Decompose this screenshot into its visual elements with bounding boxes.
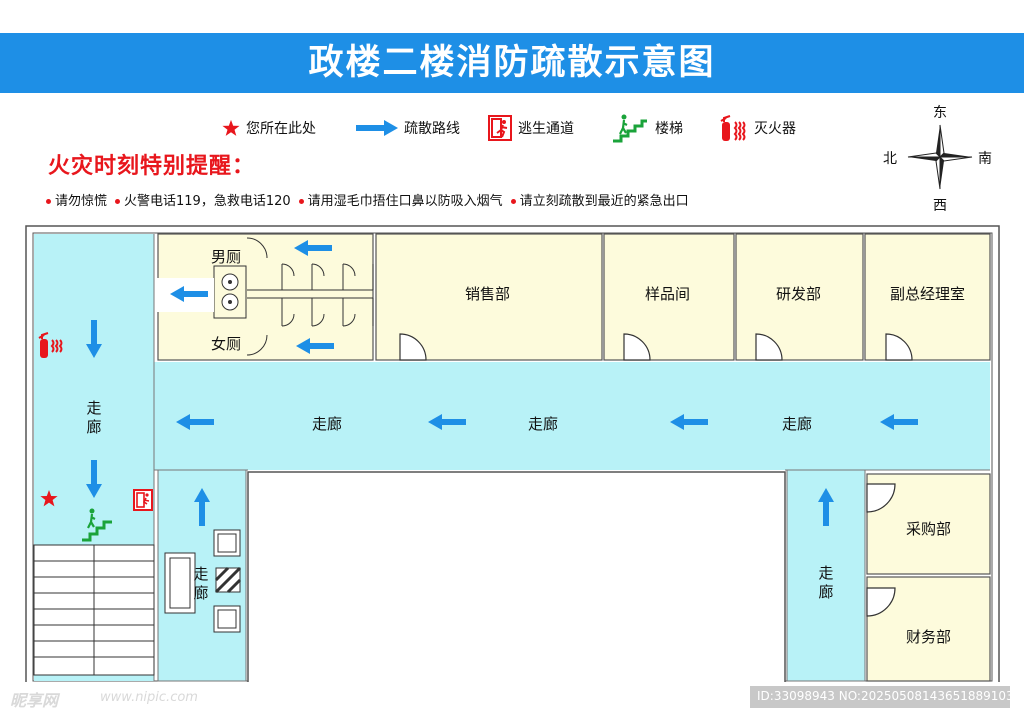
room-label-purchasing: 采购部 — [906, 520, 952, 538]
corridor-char: 走 — [193, 565, 209, 583]
watermark-id: ID:33098943 NO:20250508143651889103 — [757, 689, 1014, 703]
tip-text: 请勿惊慌 — [55, 194, 108, 209]
corridor-label-vertical: 走廊 — [818, 564, 834, 602]
room-label-womens-restroom: 女厕 — [211, 335, 242, 353]
compass-south: 南 — [978, 151, 992, 167]
page-title: 政楼二楼消防疏散示意图 — [308, 42, 716, 83]
legend-item-stairs: 楼梯 — [611, 110, 683, 146]
corridor-char: 走 — [818, 564, 834, 582]
watermark-brand: 昵享网 — [10, 691, 59, 710]
room-label-deputy-gm: 副总经理室 — [890, 285, 966, 303]
legend-item-fire-extinguisher: 灭火器 — [718, 110, 796, 146]
watermark-footer: 昵享网 www.nipic.com ID:33098943 NO:2025050… — [0, 682, 1024, 724]
tip-item: 请用湿毛巾捂住口鼻以防吸入烟气 — [298, 190, 503, 209]
safety-tips: 请勿惊慌 火警电话119，急救电话120 请用湿毛巾捂住口鼻以防吸入烟气 请立刻… — [46, 190, 697, 209]
compass-west: 西 — [933, 198, 947, 214]
bullet-icon — [115, 199, 121, 204]
watermark-id-bar — [750, 686, 1010, 708]
corridor-char: 廊 — [86, 418, 102, 436]
corridor-label-vertical: 走廊 — [193, 565, 209, 603]
staircase — [33, 544, 155, 676]
fire-extinguisher-icon — [720, 115, 746, 141]
corridor-label: 走廊 — [782, 415, 813, 433]
tip-item: 请立刻疏散到最近的紧急出口 — [510, 190, 689, 209]
compass-rose-icon — [907, 124, 973, 190]
tip-item: 火警电话119，急救电话120 — [115, 190, 291, 209]
watermark-site: www.nipic.com — [100, 690, 198, 705]
bullet-icon — [510, 199, 516, 204]
corridor-label: 走廊 — [312, 415, 343, 433]
tip-item: 请勿惊慌 — [46, 190, 107, 209]
tip-text: 请立刻疏散到最近的紧急出口 — [519, 194, 689, 209]
blue-arrow-icon — [356, 120, 398, 136]
tip-text: 请用湿毛巾捂住口鼻以防吸入烟气 — [307, 194, 503, 209]
warning-title: 火灾时刻特别提醒： — [48, 154, 256, 179]
compass-north: 北 — [883, 151, 897, 167]
emergency-exit-icon — [488, 115, 512, 141]
legend-label: 灭火器 — [754, 121, 796, 137]
room-label-finance: 财务部 — [906, 628, 952, 646]
corridor-label-vertical: 走廊 — [86, 399, 102, 437]
legend-label: 疏散路线 — [404, 121, 460, 137]
red-star-icon — [40, 490, 58, 507]
bullet-icon — [298, 199, 304, 204]
tip-text: 火警电话119，急救电话120 — [124, 194, 291, 209]
legend-label: 您所在此处 — [246, 121, 316, 137]
room-label-sales: 销售部 — [465, 285, 511, 303]
legend-label: 楼梯 — [655, 121, 683, 137]
room-label-sample: 样品间 — [645, 285, 691, 303]
corridor-char: 廊 — [818, 583, 834, 601]
corridor-char: 廊 — [193, 584, 209, 602]
red-star-icon — [222, 119, 240, 136]
stairs-icon — [613, 114, 647, 143]
emergency-exit-icon — [133, 489, 153, 511]
corridor-char: 走 — [86, 399, 102, 417]
stairs-icon — [82, 508, 112, 542]
courtyard — [247, 471, 786, 689]
legend-item-you-are-here: 您所在此处 — [222, 110, 316, 146]
legend-label: 逃生通道 — [518, 121, 574, 137]
room-label-mens-restroom: 男厕 — [211, 248, 242, 266]
fire-extinguisher-icon — [38, 332, 63, 358]
title-banner: 政楼二楼消防疏散示意图 — [0, 33, 1024, 93]
corridor-label: 走廊 — [528, 415, 559, 433]
legend-item-evacuation-route: 疏散路线 — [356, 110, 460, 146]
lounge-furniture — [164, 529, 242, 633]
compass-east: 东 — [933, 105, 947, 121]
legend-item-escape-passage: 逃生通道 — [488, 110, 574, 146]
corridor-main — [154, 362, 990, 470]
bullet-icon — [46, 199, 51, 204]
room-label-rd: 研发部 — [776, 285, 822, 303]
door-arcs — [399, 333, 913, 617]
